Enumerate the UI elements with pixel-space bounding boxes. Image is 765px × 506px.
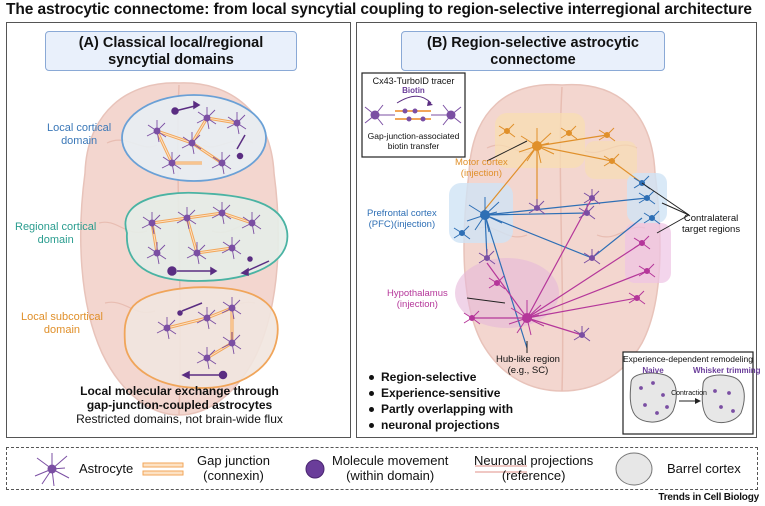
- legend-icons: [34, 452, 653, 487]
- neuronal-projection-icon: [475, 465, 527, 473]
- neutral-astrocytes: [478, 189, 601, 342]
- panel-b: (B) Region-selective astrocytic connecto…: [356, 22, 761, 438]
- journal-credit: Trends in Cell Biology: [658, 492, 759, 503]
- hypo-astrocyte-cluster: [463, 235, 656, 336]
- pfc-astrocyte-cluster: [453, 175, 661, 240]
- bullet-item: Region-selective: [367, 369, 513, 385]
- pfc-label: Prefrontal cortex(PFC)(injection): [367, 208, 437, 230]
- hypothalamus-label: Hypothalamus(injection): [387, 288, 448, 310]
- motor-cortex-label: Motor cortex(injection): [455, 157, 508, 179]
- bullet-item: Experience-sensitive: [367, 385, 513, 401]
- hypothalamus-highlight: [455, 258, 559, 328]
- legend-gap-label: Gap junction(connexin): [197, 453, 270, 483]
- panel-b-title-line2: connectome: [490, 52, 576, 68]
- contra-hypo-highlight: [625, 223, 671, 283]
- molecule-movement-a: [167, 100, 270, 380]
- bullet-item: Partly overlapping with: [367, 401, 513, 417]
- regional-cortical-domain: [124, 191, 289, 282]
- molecule-icon: [305, 459, 325, 479]
- hypo-projections: [472, 197, 648, 336]
- legend-molecule-label: Molecule movement(within domain): [332, 453, 449, 483]
- bullet-item-cont: neuronal projections: [367, 417, 513, 433]
- tracer-title: Cx43-TurboID tracer: [372, 76, 455, 86]
- leader-lines: [466, 140, 690, 353]
- tracer-inset: [361, 72, 466, 158]
- panel-b-graphic: [361, 72, 754, 435]
- panel-a-graphic: [80, 82, 289, 416]
- panel-b-title-line1: (B) Region-selective astrocytic: [427, 35, 639, 51]
- panel-a-title-line2: syncytial domains: [108, 52, 234, 68]
- gap-junction-icon: [142, 462, 184, 476]
- whisker-label: Whisker trimming: [693, 366, 761, 375]
- hub-label: Hub-like region(e.g., SC): [496, 354, 560, 376]
- legend: Astrocyte Gap junction(connexin) Molecul…: [6, 447, 758, 490]
- biotin-label: Biotin: [402, 86, 425, 95]
- remodeling-inset: [622, 351, 754, 435]
- remodel-title: Experience-dependent remodeling: [623, 354, 753, 364]
- motor-region-highlight: [495, 113, 585, 168]
- motor-astrocyte-cluster: [498, 123, 621, 168]
- barrel-cortex-icon: [615, 452, 653, 486]
- legend-neuronal-label: Neuronal projections(reference): [474, 453, 594, 483]
- panel-a-title: (A) Classical local/regional syncytial d…: [45, 31, 297, 71]
- astrocyte-icon: [34, 453, 70, 487]
- figure-title: The astrocytic connectome: from local sy…: [6, 1, 752, 18]
- legend-astrocyte-label: Astrocyte: [79, 461, 134, 476]
- local-subcortical-domain: [123, 286, 279, 389]
- legend-barrel-label: Barrel cortex: [667, 461, 741, 476]
- naive-label: Naive: [642, 366, 664, 375]
- astrocytes-a: [141, 107, 262, 370]
- panel-b-title: (B) Region-selective astrocytic connecto…: [401, 31, 665, 71]
- feature-bullets: Region-selective Experience-sensitive Pa…: [367, 369, 513, 433]
- panel-a-caption: Local molecular exchange through gap-jun…: [76, 384, 283, 426]
- panel-a-title-line1: (A) Classical local/regional: [78, 35, 264, 51]
- panel-a: (A) Classical local/regional syncytial d…: [6, 22, 351, 438]
- contraction-label: Contraction: [671, 390, 707, 397]
